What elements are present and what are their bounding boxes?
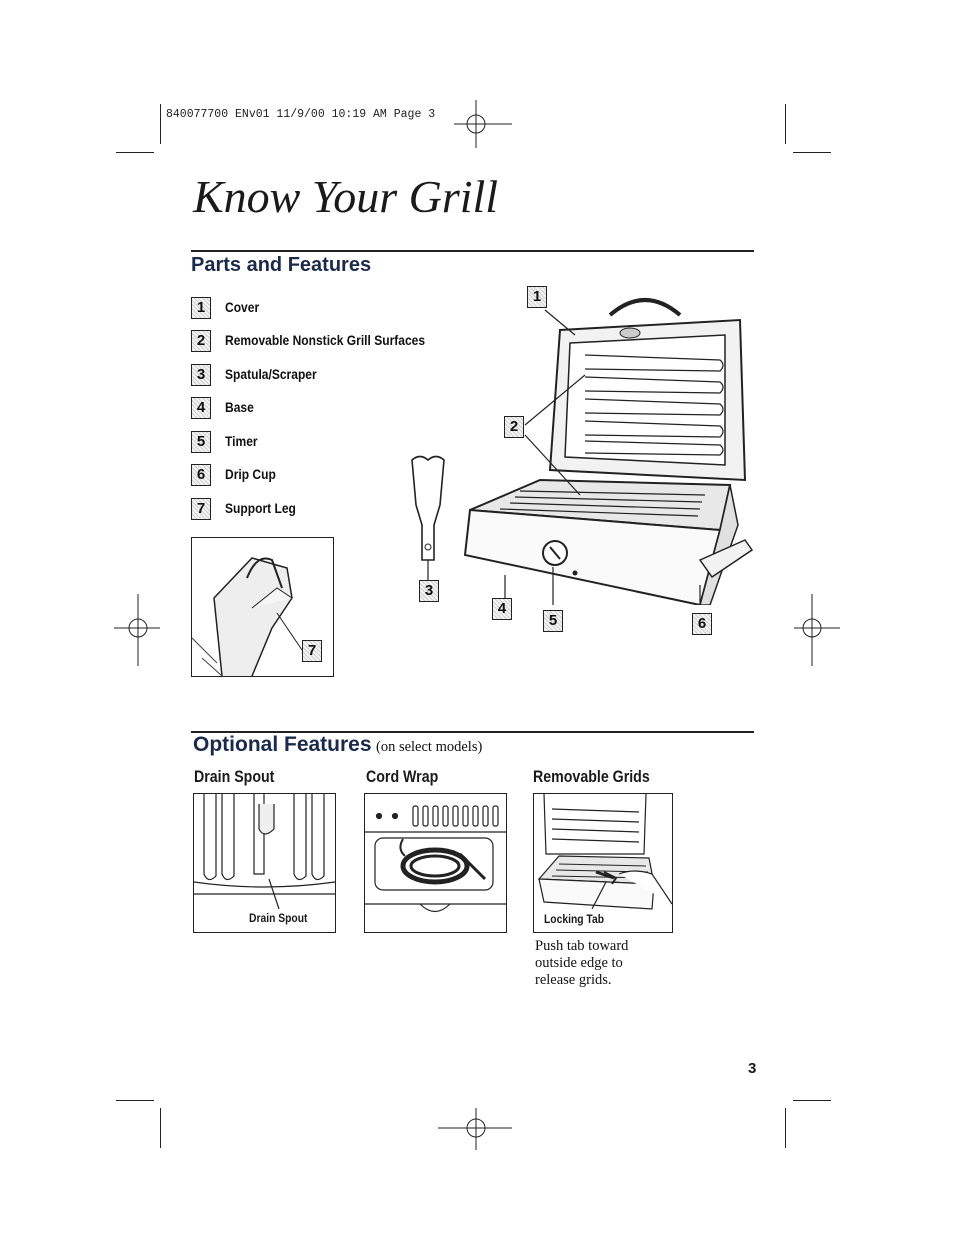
removable-grids-instructions: Push tab toward outside edge to release … xyxy=(535,938,628,989)
locking-tab-caption: Locking Tab xyxy=(544,912,605,926)
registration-mark-icon xyxy=(454,100,512,148)
part-number-badge: 3 xyxy=(191,364,211,386)
part-label-grill-surfaces: Removable Nonstick Grill Surfaces xyxy=(225,332,426,348)
print-slug: 840077700 ENv01 11/9/00 10:19 AM Page 3 xyxy=(166,108,436,121)
crop-mark xyxy=(793,152,831,153)
section-rule xyxy=(191,731,754,733)
removable-grids-illustration: Locking Tab xyxy=(533,793,673,933)
crop-mark xyxy=(785,104,786,144)
crop-mark xyxy=(116,152,154,153)
drain-spout-illustration: Drain Spout xyxy=(193,793,336,933)
crop-mark xyxy=(160,1108,161,1148)
optional-heading: Optional Features xyxy=(193,733,372,756)
page-title: Know Your Grill xyxy=(193,171,499,222)
section-rule xyxy=(191,250,754,252)
part-number-badge: 4 xyxy=(191,397,211,419)
crop-mark xyxy=(785,1108,786,1148)
part-label-cover: Cover xyxy=(225,299,260,315)
part-label-base: Base xyxy=(225,399,254,415)
crop-mark xyxy=(116,1100,154,1101)
optional-heading-row: Optional Features (on select models) xyxy=(193,733,482,757)
part-number-badge: 6 xyxy=(191,464,211,486)
part-label-support-leg: Support Leg xyxy=(225,500,296,516)
part-number-badge: 4 xyxy=(492,598,512,620)
removable-grids-heading: Removable Grids xyxy=(533,768,650,786)
part-label-spatula: Spatula/Scraper xyxy=(225,366,317,382)
part-number-badge: 3 xyxy=(419,580,439,602)
part-number-badge: 7 xyxy=(302,640,322,662)
part-number-badge: 1 xyxy=(191,297,211,319)
crop-mark xyxy=(793,1100,831,1101)
instruction-line: outside edge to xyxy=(535,955,623,971)
cord-wrap-illustration xyxy=(364,793,507,933)
part-number-badge: 1 xyxy=(527,286,547,308)
part-number-badge: 5 xyxy=(191,431,211,453)
drain-spout-caption: Drain Spout xyxy=(249,911,308,925)
drain-spout-heading: Drain Spout xyxy=(194,768,275,786)
registration-mark-icon xyxy=(794,594,840,666)
instruction-line: Push tab toward xyxy=(535,938,629,954)
part-number-badge: 2 xyxy=(191,330,211,352)
cord-wrap-heading: Cord Wrap xyxy=(366,768,439,786)
part-number-badge: 7 xyxy=(191,498,211,520)
part-number-badge: 5 xyxy=(543,610,563,632)
part-label-drip-cup: Drip Cup xyxy=(225,466,276,482)
optional-subheading: (on select models) xyxy=(375,739,483,755)
registration-mark-icon xyxy=(114,594,160,666)
part-number-badge: 2 xyxy=(504,416,524,438)
parts-heading: Parts and Features xyxy=(191,254,372,276)
part-label-timer: Timer xyxy=(225,433,258,449)
crop-mark xyxy=(160,104,161,144)
registration-mark-icon xyxy=(438,1108,512,1150)
part-number-badge: 6 xyxy=(692,613,712,635)
instruction-line: release grids. xyxy=(535,972,612,988)
grill-illustration xyxy=(411,298,754,605)
support-leg-illustration: 7 xyxy=(191,537,334,677)
page-number: 3 xyxy=(748,1060,757,1077)
